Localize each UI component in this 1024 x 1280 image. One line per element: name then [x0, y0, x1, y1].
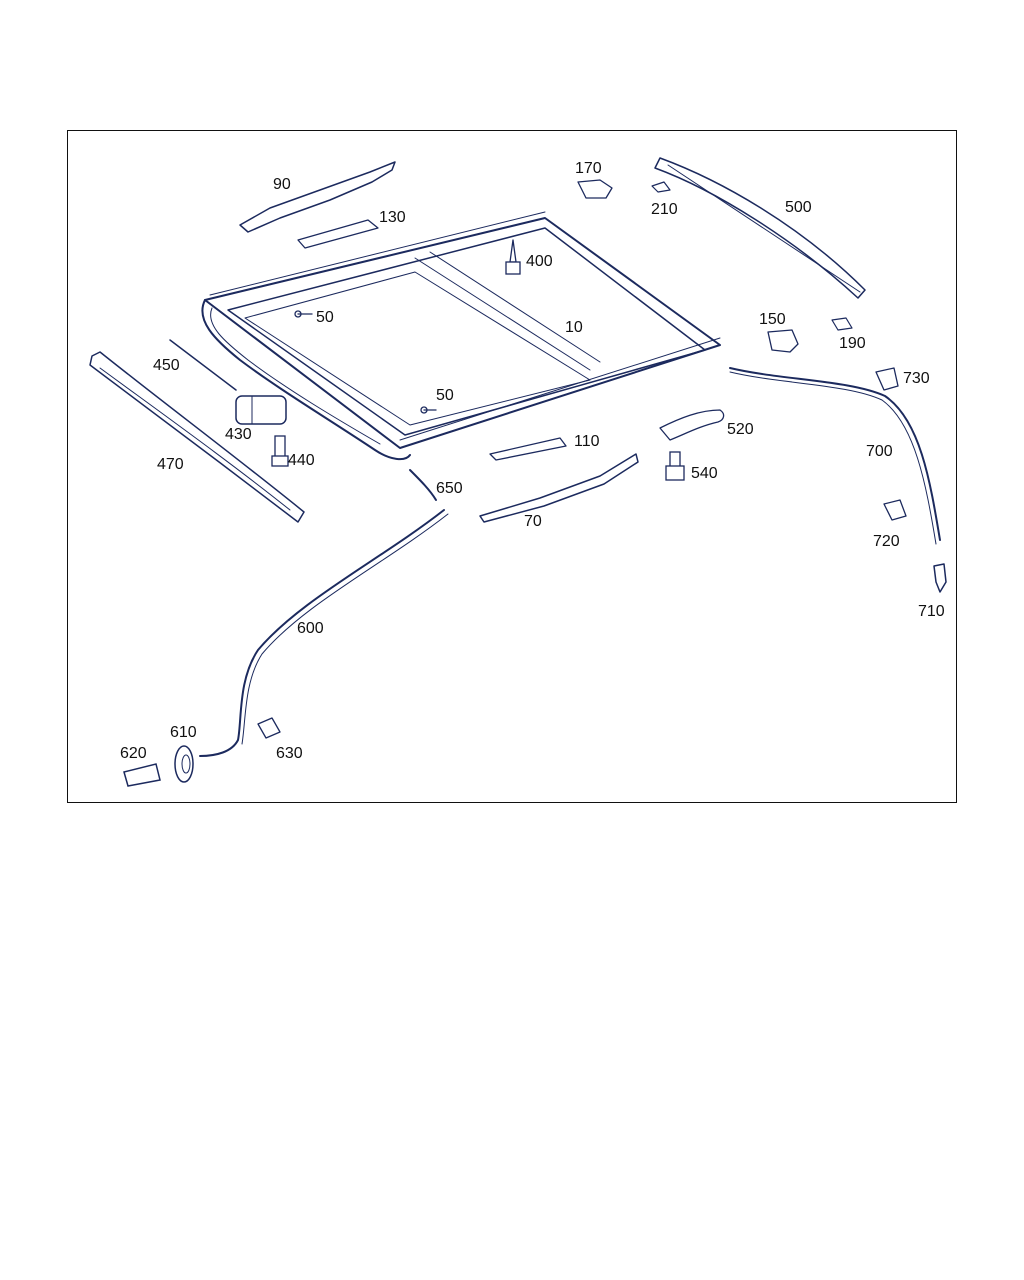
- label-430: 430: [225, 426, 252, 443]
- part-50-screw-b: [420, 406, 437, 414]
- label-50-a: 50: [316, 309, 334, 326]
- part-520-plate: [659, 409, 725, 441]
- part-730-clip: [875, 367, 899, 391]
- part-130-bracket: [297, 219, 379, 249]
- part-630-clip: [257, 717, 281, 739]
- part-650-hose-connector: [409, 469, 437, 501]
- label-700: 700: [866, 443, 893, 460]
- label-190: 190: [839, 335, 866, 352]
- label-440: 440: [288, 452, 315, 469]
- label-450: 450: [153, 357, 180, 374]
- label-110: 110: [574, 433, 600, 450]
- label-610: 610: [170, 724, 197, 741]
- label-400: 400: [526, 253, 553, 270]
- part-190-clip: [831, 317, 853, 331]
- label-130: 130: [379, 209, 406, 226]
- part-620-valve: [123, 763, 161, 787]
- part-450-cable: [169, 339, 237, 391]
- label-10: 10: [565, 319, 583, 336]
- part-110-bracket: [489, 437, 567, 461]
- part-70-rail: [479, 453, 639, 523]
- part-430-motor: [235, 395, 287, 425]
- part-710-connector: [933, 563, 947, 593]
- part-150-motor-holder: [767, 329, 799, 353]
- label-90: 90: [273, 176, 291, 193]
- part-500-wind-deflector: [654, 157, 866, 299]
- part-90-rail: [239, 161, 396, 233]
- label-630: 630: [276, 745, 303, 762]
- part-700-drain-hose: [729, 367, 941, 545]
- label-170: 170: [575, 160, 602, 177]
- label-720: 720: [873, 533, 900, 550]
- label-600: 600: [297, 620, 324, 637]
- label-210: 210: [651, 201, 678, 218]
- label-70: 70: [524, 513, 542, 530]
- part-720-clip: [883, 499, 907, 521]
- label-730: 730: [903, 370, 930, 387]
- label-500: 500: [785, 199, 812, 216]
- label-710: 710: [918, 603, 945, 620]
- label-540: 540: [691, 465, 718, 482]
- part-600-drain-hose: [199, 509, 449, 757]
- label-150: 150: [759, 311, 786, 328]
- label-50-b: 50: [436, 387, 454, 404]
- part-210-clip: [651, 181, 671, 193]
- part-540-screw: [665, 451, 685, 481]
- diagram-frame: [67, 130, 957, 803]
- part-440-bolt: [271, 435, 289, 467]
- part-470-seal-strip: [89, 351, 305, 523]
- label-520: 520: [727, 421, 754, 438]
- part-10-sunroof-frame: [201, 211, 721, 461]
- label-620: 620: [120, 745, 147, 762]
- part-400-screw: [505, 239, 521, 275]
- label-650: 650: [436, 480, 463, 497]
- label-470: 470: [157, 456, 184, 473]
- part-50-screw-a: [294, 310, 313, 318]
- part-170-clip: [577, 179, 613, 199]
- part-610-grommet: [174, 745, 194, 783]
